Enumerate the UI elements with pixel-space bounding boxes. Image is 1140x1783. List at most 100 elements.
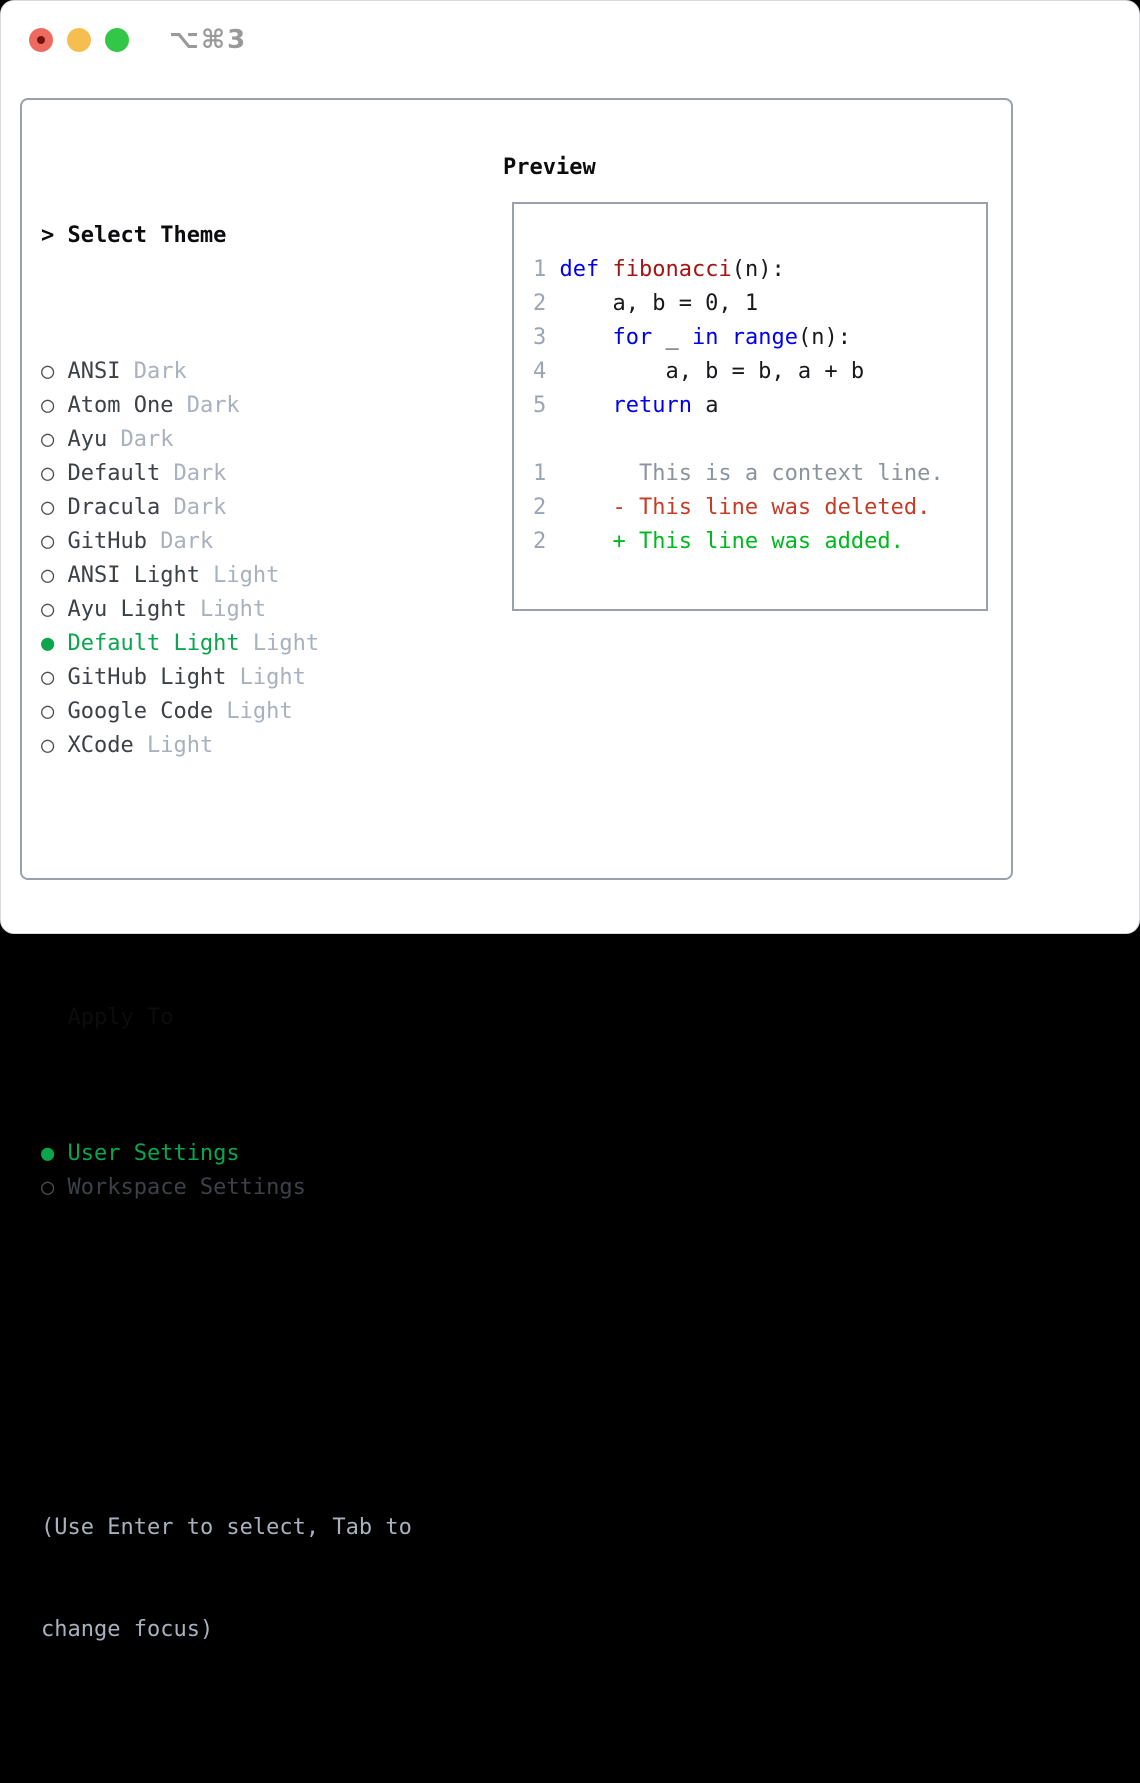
apply-to-list: ● User Settings ○ Workspace Settings	[41, 1137, 412, 1205]
theme-item-atom-one[interactable]: ○ Atom One Dark	[41, 389, 412, 423]
preview-line: 3 for _ in range(n):	[533, 321, 986, 355]
radio-unselected-icon: ○	[41, 393, 55, 418]
theme-item-label: Atom One	[67, 393, 174, 418]
radio-unselected-icon: ○	[41, 495, 55, 520]
line-number: 1	[533, 257, 547, 282]
theme-variant-tag: Dark	[173, 393, 240, 418]
apply-to-title: Apply To	[67, 1005, 174, 1030]
minimize-button-icon[interactable]	[67, 27, 91, 52]
line-content: return a	[612, 393, 719, 418]
theme-item-ansi[interactable]: ○ ANSI Dark	[41, 355, 412, 389]
theme-item-label: ANSI Light	[67, 563, 200, 588]
apply-option-workspace-settings[interactable]: ○ Workspace Settings	[41, 1171, 412, 1205]
theme-item-dracula[interactable]: ○ Dracula Dark	[41, 491, 412, 525]
radio-unselected-icon: ○	[41, 563, 55, 588]
theme-variant-tag: Dark	[160, 461, 227, 486]
apply-option-label: User Settings	[67, 1141, 240, 1166]
radio-unselected-icon: ○	[41, 461, 55, 486]
theme-picker: > Select Theme ○ ANSI Dark ○ Atom One Dark ○ A…	[41, 151, 412, 1783]
theme-variant-tag: Dark	[107, 427, 174, 452]
radio-selected-icon: ●	[41, 1141, 55, 1166]
theme-list: ○ ANSI Dark ○ Atom One Dark ○ Ayu Dark ○ Defaul…	[41, 355, 412, 763]
theme-variant-tag: Light	[199, 563, 280, 588]
line-number: 4	[533, 359, 547, 384]
radio-unselected-icon: ○	[41, 699, 55, 724]
line-content: - This line was deleted.	[559, 495, 931, 520]
radio-unselected-icon: ○	[41, 665, 55, 690]
line-number: 2	[533, 529, 547, 554]
line-content: a, b = b, a + b	[559, 359, 865, 384]
line-number: 2	[533, 495, 547, 520]
theme-variant-tag: Dark	[120, 359, 187, 384]
radio-unselected-icon: ○	[41, 529, 55, 554]
preview-line: 2 + This line was added.	[533, 525, 986, 559]
help-line-2: change focus)	[41, 1617, 214, 1642]
theme-variant-tag: Light	[239, 631, 320, 656]
preview-line	[533, 423, 986, 457]
theme-item-label: Dracula	[67, 495, 161, 520]
theme-item-label: Ayu	[67, 427, 108, 452]
line-number: 5	[533, 393, 547, 418]
select-theme-title: Select Theme	[67, 223, 227, 248]
focus-caret-icon: >	[41, 223, 55, 248]
theme-variant-tag: Light	[133, 733, 214, 758]
line-number: 3	[533, 325, 547, 350]
apply-option-label: Workspace Settings	[67, 1175, 306, 1200]
line-content: This is a context line.	[559, 461, 944, 486]
theme-variant-tag: Light	[226, 665, 306, 690]
theme-variant-tag: Dark	[160, 495, 227, 520]
preview-line: 5 return a	[533, 389, 986, 423]
theme-item-google-code[interactable]: ○Google Code Light	[41, 695, 412, 729]
help-text: (Use Enter to select, Tab to change focu…	[41, 1443, 412, 1715]
line-number: 1	[533, 461, 547, 486]
theme-item-label: XCode	[67, 733, 134, 758]
select-theme-header: > Select Theme	[41, 219, 412, 253]
theme-item-default[interactable]: ○ Default Dark	[41, 457, 412, 491]
radio-unselected-icon: ○	[41, 597, 55, 622]
preview-line: 2 - This line was deleted.	[533, 491, 986, 525]
theme-settings-panel: > Select Theme ○ ANSI Dark ○ Atom One Dark ○ A…	[20, 98, 1013, 1642]
line-content: def fibonacci(n):	[559, 257, 785, 282]
app-window: ⌥⌘3 > Select Theme ○ ANSI Dark ○ Atom One Da…	[0, 0, 1140, 1642]
radio-unselected-icon: ○	[41, 427, 55, 452]
window-shortcut-label: ⌥⌘3	[169, 24, 248, 55]
radio-unselected-icon: ○	[41, 1175, 55, 1200]
theme-item-github[interactable]: ○ GitHub Dark	[41, 525, 412, 559]
theme-item-label: Default Light	[67, 631, 240, 656]
theme-item-label: Ayu Light	[67, 597, 187, 622]
radio-unselected-icon: ○	[41, 733, 55, 758]
spacer	[41, 1307, 412, 1341]
zoom-button-icon[interactable]	[105, 27, 129, 52]
theme-item-label: Google Code	[67, 699, 214, 724]
spacer	[41, 865, 412, 899]
theme-item-label: GitHub	[67, 529, 147, 554]
radio-selected-icon: ●	[41, 631, 55, 656]
theme-item-ayu[interactable]: ○ Ayu Dark	[41, 423, 412, 457]
theme-item-github-light[interactable]: ○ GitHub Light Light	[41, 661, 412, 695]
line-content: for _ in range(n):	[612, 325, 851, 350]
theme-item-default-light[interactable]: ● Default Light Light	[41, 627, 412, 661]
radio-unselected-icon: ○	[41, 359, 55, 384]
titlebar: ⌥⌘3	[29, 24, 248, 55]
line-number: 2	[533, 291, 547, 316]
theme-item-ansi-light[interactable]: ○ ANSI Light Light	[41, 559, 412, 593]
line-content: + This line was added.	[559, 529, 904, 554]
theme-item-label: ANSI	[67, 359, 121, 384]
theme-variant-tag: Dark	[146, 529, 214, 554]
theme-item-label: GitHub Light	[67, 665, 227, 690]
apply-to-header: Apply To	[41, 1001, 412, 1035]
apply-option-user-settings[interactable]: ● User Settings	[41, 1137, 412, 1171]
preview-line: 2 a, b = 0, 1	[533, 287, 986, 321]
preview-title: Preview	[503, 155, 596, 180]
preview-line: 4 a, b = b, a + b	[533, 355, 986, 389]
close-button-icon[interactable]	[29, 27, 53, 52]
theme-item-label: Default	[67, 461, 161, 486]
preview-line: 1 def fibonacci(n):	[533, 253, 986, 287]
theme-item-xcode[interactable]: ○ XCode Light	[41, 729, 412, 763]
line-content: a, b = 0, 1	[559, 291, 759, 316]
theme-item-ayu-light[interactable]: ○ Ayu Light Light	[41, 593, 412, 627]
theme-variant-tag: Light	[186, 597, 267, 622]
help-line-1: (Use Enter to select, Tab to	[41, 1515, 412, 1540]
